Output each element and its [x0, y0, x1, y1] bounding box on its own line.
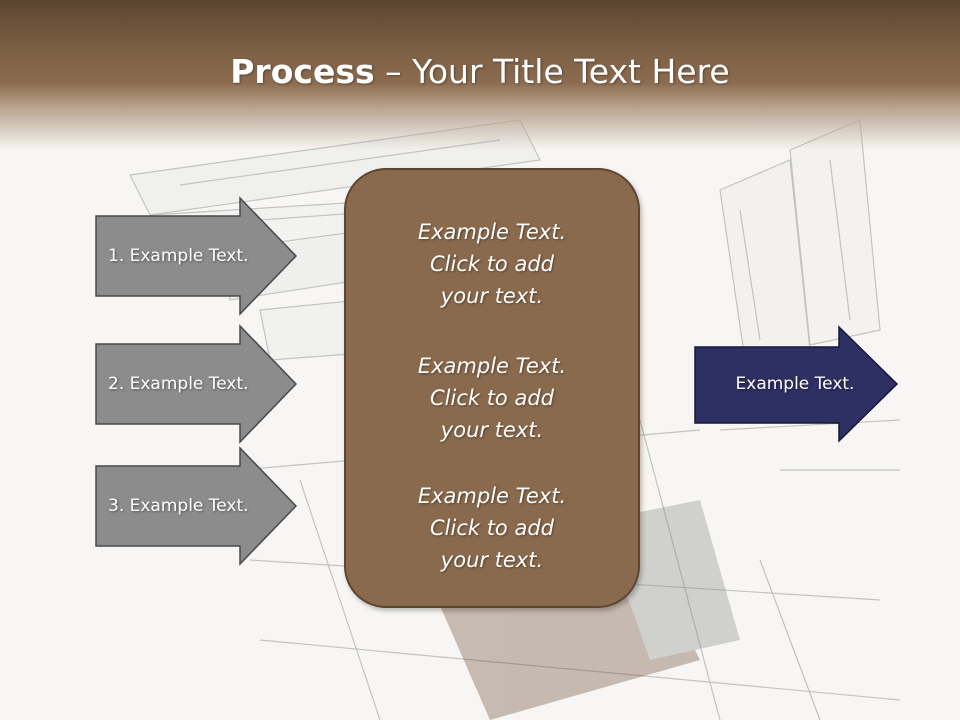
arrow-right-shape-icon — [694, 325, 899, 443]
title-rest: – Your Title Text Here — [374, 52, 730, 91]
title-bold: Process — [230, 52, 375, 91]
left-arrow-label: 1. Example Text. — [108, 246, 249, 266]
arrow-right-shape-icon — [95, 196, 298, 316]
header-band — [0, 0, 960, 150]
center-text-block-1[interactable]: Example Text. Click to add your text. — [346, 216, 638, 312]
left-arrow-2[interactable]: 2. Example Text. — [95, 324, 300, 444]
right-arrow-label: Example Text. — [735, 374, 855, 394]
block-line: Click to add — [429, 386, 554, 410]
arrow-right-shape-icon — [95, 446, 298, 566]
block-line: your text. — [440, 418, 544, 442]
arrow-right-shape-icon — [95, 324, 298, 444]
block-line: your text. — [440, 548, 544, 572]
center-text-block-2[interactable]: Example Text. Click to add your text. — [346, 350, 638, 446]
right-arrow[interactable]: Example Text. — [694, 325, 901, 443]
block-line: Example Text. — [417, 220, 567, 244]
block-line: Example Text. — [417, 484, 567, 508]
slide-title[interactable]: Process – Your Title Text Here — [0, 52, 960, 91]
block-line: Click to add — [429, 252, 554, 276]
center-text-box[interactable]: Example Text. Click to add your text. Ex… — [344, 168, 640, 608]
left-arrow-label: 3. Example Text. — [108, 496, 249, 516]
left-arrow-3[interactable]: 3. Example Text. — [95, 446, 300, 566]
left-arrow-1[interactable]: 1. Example Text. — [95, 196, 300, 316]
block-line: Click to add — [429, 516, 554, 540]
center-text-block-3[interactable]: Example Text. Click to add your text. — [346, 480, 638, 576]
block-line: Example Text. — [417, 354, 567, 378]
block-line: your text. — [440, 284, 544, 308]
left-arrow-label: 2. Example Text. — [108, 374, 249, 394]
